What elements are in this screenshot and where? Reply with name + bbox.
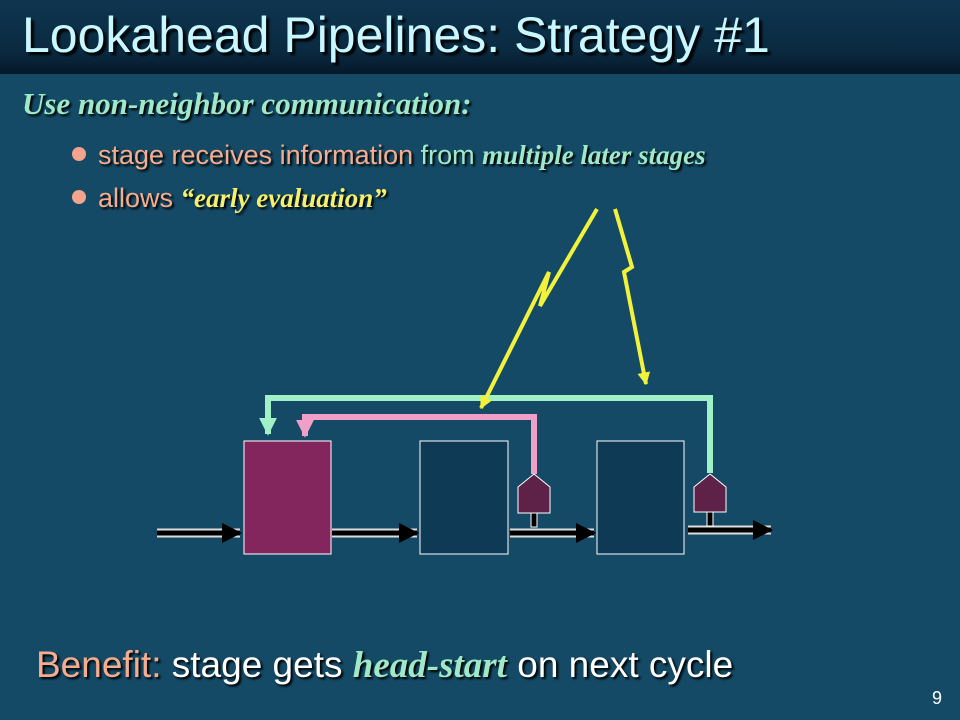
stage-2-box xyxy=(419,440,509,555)
feedback-wire-short xyxy=(296,414,537,474)
lightning-bolt-right-icon xyxy=(613,208,651,386)
benefit-text-before: stage gets xyxy=(161,644,353,685)
benefit-text-after: on next cycle xyxy=(506,644,734,685)
slide-heading: Use non-neighbor communication: xyxy=(22,86,472,121)
slide-title: Lookahead Pipelines: Strategy #1 xyxy=(22,7,770,63)
bullet-text: stage receives information xyxy=(98,140,414,170)
page-number: 9 xyxy=(932,688,943,708)
title-bar xyxy=(0,0,960,74)
bullet-connector: from xyxy=(413,140,483,170)
stage-3-box xyxy=(596,440,685,555)
bullet-item: stage receives information from multiple… xyxy=(72,140,706,171)
bullet-text: allows xyxy=(98,183,181,213)
benefit-label: Benefit: xyxy=(36,644,162,685)
bullet-item: allows “early evaluation” xyxy=(72,183,387,214)
bullet-emphasis: “early evaluation” xyxy=(180,183,387,213)
stage-1-box xyxy=(243,440,332,555)
lightning-bolt-left-icon xyxy=(479,207,599,410)
bullet-dot-icon xyxy=(72,189,86,204)
gate-stage-2-icon xyxy=(517,473,551,528)
gate-stage-3-icon xyxy=(693,473,727,527)
benefit-emphasis: head-start xyxy=(352,645,507,686)
bullet-dot-icon xyxy=(72,146,86,161)
benefit-statement: Benefit: stage gets head-start on next c… xyxy=(36,644,733,687)
bullet-emphasis: multiple later stages xyxy=(482,140,706,170)
